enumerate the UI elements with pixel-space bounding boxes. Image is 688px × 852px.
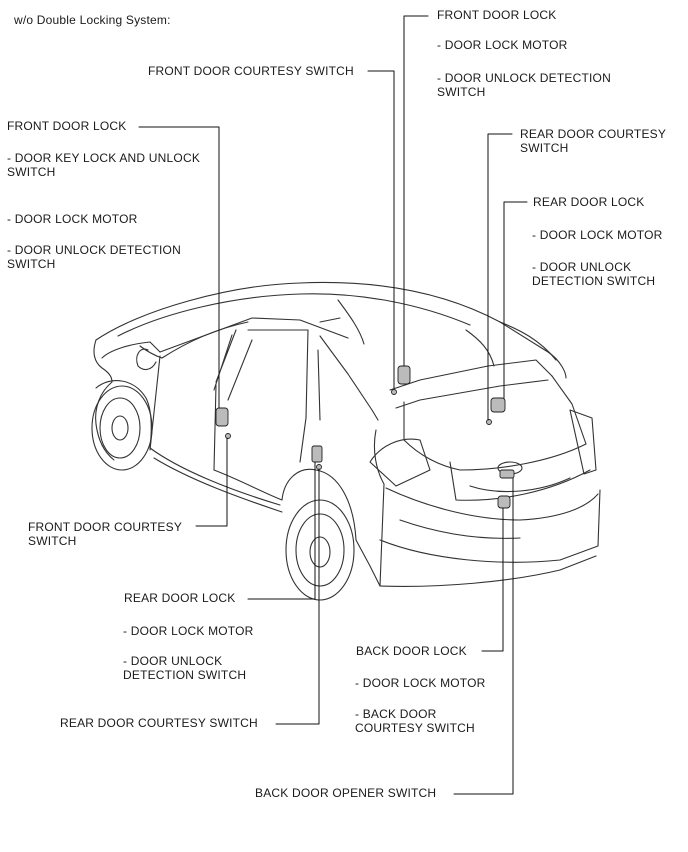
front-right-door-lock-title: FRONT DOOR LOCK	[437, 8, 557, 22]
back-door-opener-switch-label: BACK DOOR OPENER SWITCH	[255, 786, 437, 800]
rear-left-door-unlock-detection: - DOOR UNLOCK DETECTION SWITCH	[123, 654, 247, 682]
front-left-lock-unit	[215, 407, 229, 427]
back-door-lock-title: BACK DOOR LOCK	[356, 644, 467, 658]
rear-right-courtesy-switch	[486, 419, 492, 425]
front-left-courtesy-switch	[225, 433, 231, 439]
front-right-courtesy-switch-label: FRONT DOOR COURTESY SWITCH	[148, 64, 354, 78]
rear-right-courtesy-switch-label: REAR DOOR COURTESY SWITCH	[520, 127, 667, 155]
diagram-header: w/o Double Locking System:	[14, 13, 171, 27]
front-left-door-lock-motor: - DOOR LOCK MOTOR	[7, 212, 138, 226]
front-left-door-lock-title: FRONT DOOR LOCK	[7, 119, 127, 133]
front-left-door-unlock-detection: - DOOR UNLOCK DETECTION SWITCH	[7, 243, 181, 271]
rear-left-lock-unit	[311, 445, 323, 463]
car-body	[91, 281, 601, 601]
front-right-lock-unit	[397, 365, 411, 385]
front-right-courtesy-switch	[391, 389, 397, 395]
rear-left-door-lock-title: REAR DOOR LOCK	[124, 591, 236, 605]
front-left-door-key-switch: - DOOR KEY LOCK AND UNLOCK SWITCH	[7, 151, 201, 179]
leader-lines	[138, 15, 528, 795]
rear-right-door-lock-motor: - DOOR LOCK MOTOR	[532, 228, 663, 242]
back-door-lock-unit	[497, 495, 511, 509]
rear-right-lock-unit	[490, 397, 506, 413]
back-door-courtesy-switch: - BACK DOOR COURTESY SWITCH	[355, 707, 475, 735]
back-door-lock-motor: - DOOR LOCK MOTOR	[355, 676, 486, 690]
front-left-courtesy-switch-label: FRONT DOOR COURTESY SWITCH	[28, 520, 183, 548]
rear-right-door-lock-title: REAR DOOR LOCK	[533, 195, 645, 209]
back-door-opener-unit	[499, 469, 515, 479]
front-right-door-lock-motor: - DOOR LOCK MOTOR	[437, 38, 568, 52]
components	[215, 365, 515, 509]
front-right-door-unlock-detection: - DOOR UNLOCK DETECTION SWITCH	[437, 71, 611, 99]
rear-left-door-lock-motor: - DOOR LOCK MOTOR	[123, 624, 254, 638]
rear-right-door-unlock-detection: - DOOR UNLOCK DETECTION SWITCH	[532, 260, 656, 288]
rear-left-courtesy-switch-label: REAR DOOR COURTESY SWITCH	[60, 716, 258, 730]
